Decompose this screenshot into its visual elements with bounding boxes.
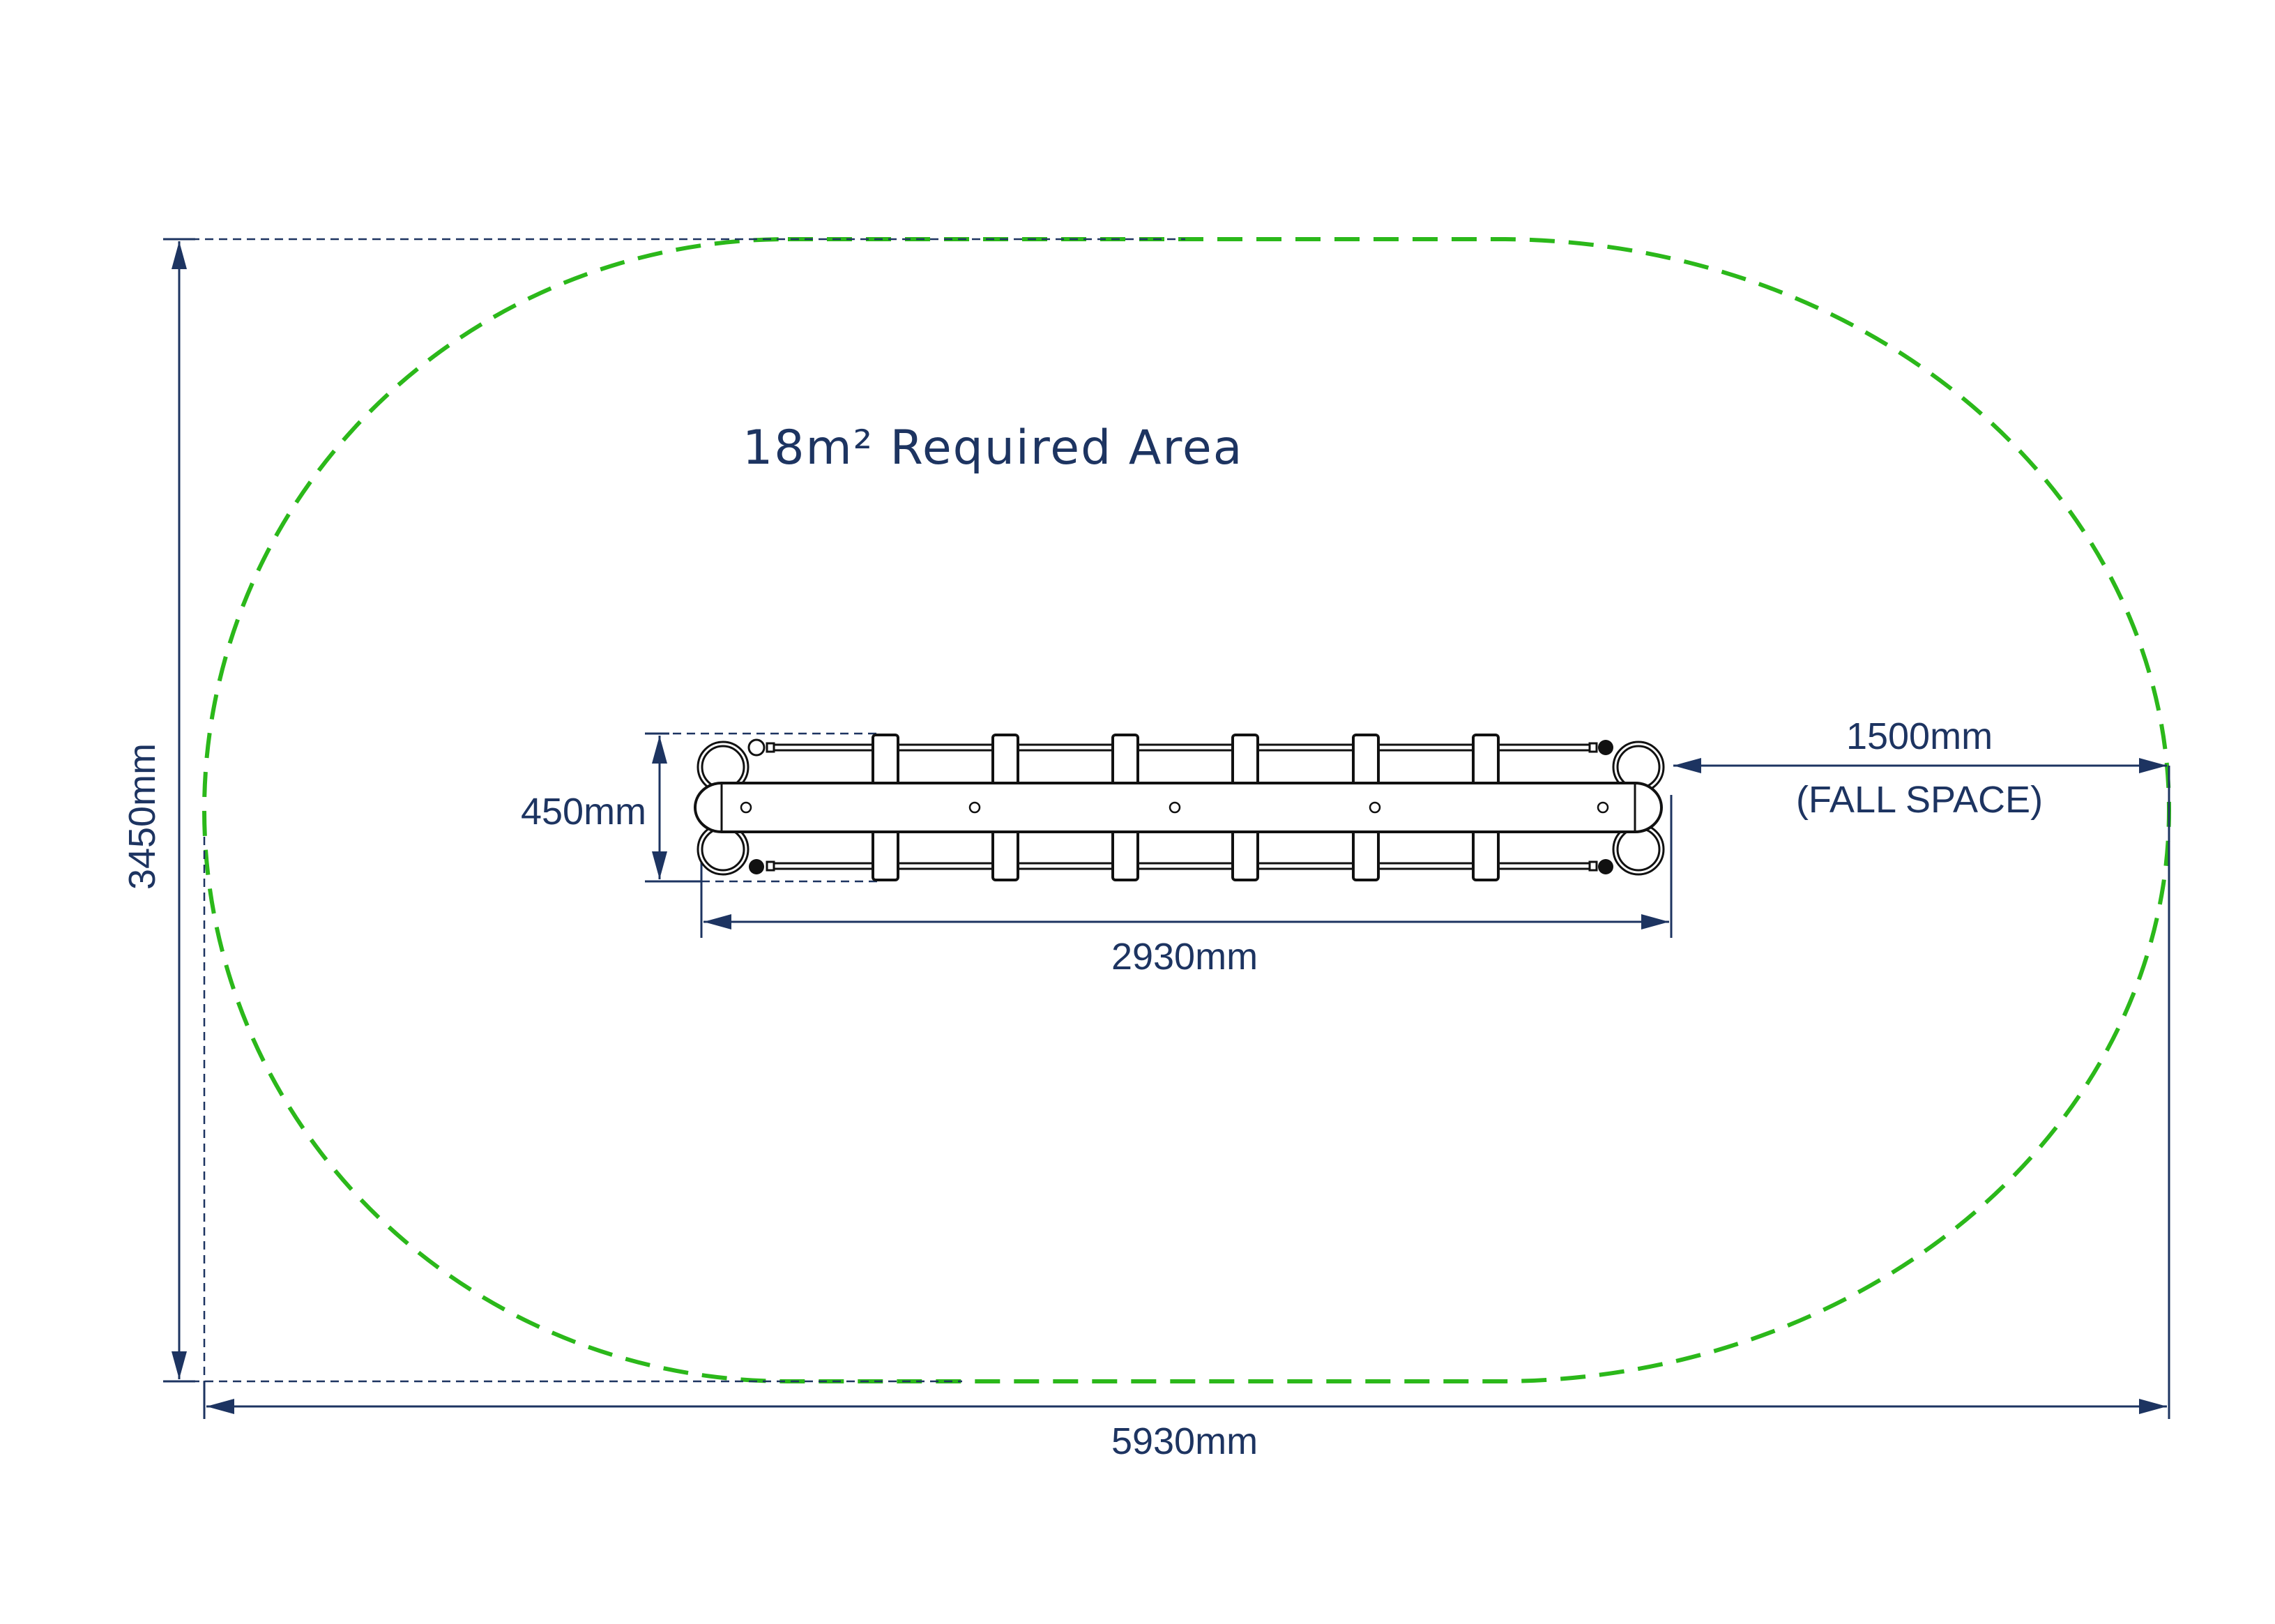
bolt	[1597, 801, 1609, 814]
equipment-length-label: 2930mm	[1111, 936, 1258, 978]
bolt	[968, 801, 981, 814]
fall-space-boundary	[201, 237, 2172, 1383]
overall-width-label: 3450mm	[121, 743, 163, 890]
balance-beam-equipment	[694, 734, 1665, 881]
extension-lines	[163, 238, 2170, 1419]
shackle	[1588, 740, 1613, 755]
equipment-width-label: 450mm	[521, 791, 646, 833]
overall-length-label: 5930mm	[1111, 1420, 1258, 1462]
required-area-title: 18m² Required Area	[743, 420, 1243, 476]
fall-space-label: (FALL SPACE)	[1796, 779, 2043, 821]
shackle	[1588, 859, 1613, 874]
bolt	[1169, 801, 1181, 814]
bolt	[740, 801, 752, 814]
bolt	[1369, 801, 1381, 814]
shackle	[749, 859, 775, 874]
shackle	[747, 738, 775, 757]
fall-space-value-label: 1500mm	[1846, 715, 1993, 757]
